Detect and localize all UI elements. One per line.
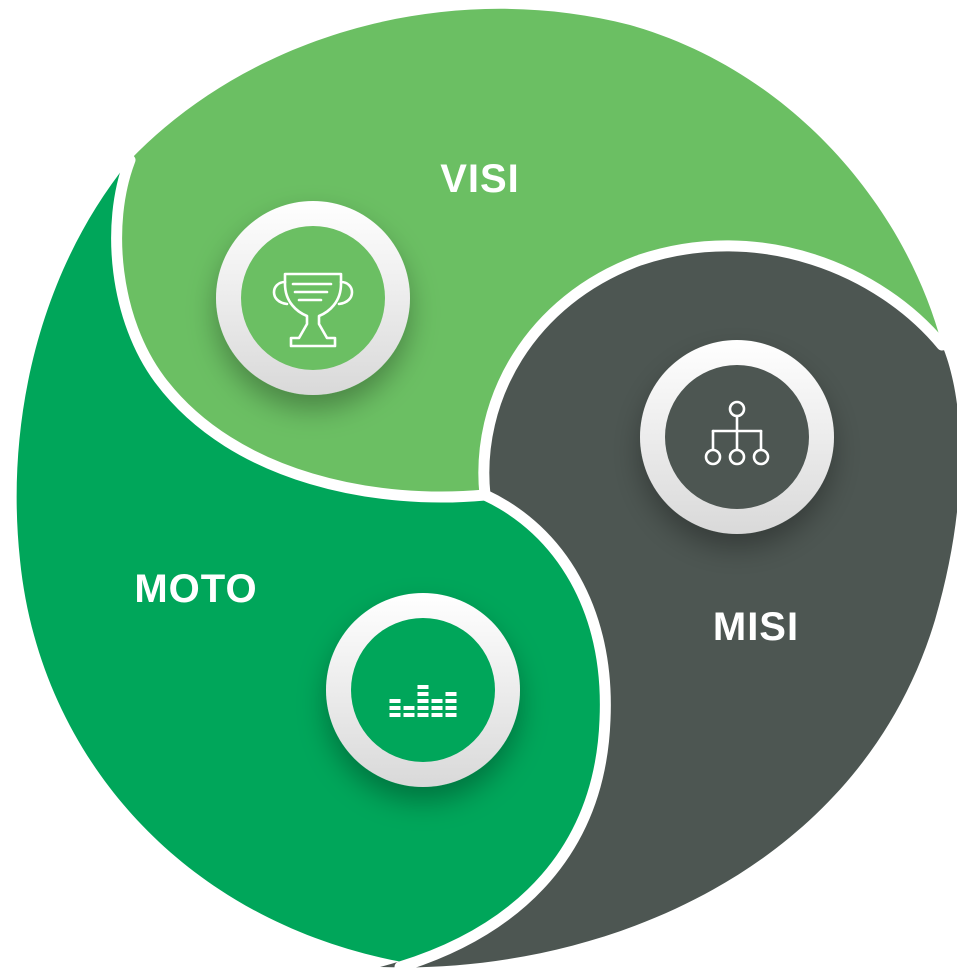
equalizer-bar-block	[431, 706, 443, 710]
trophy-icon	[272, 272, 354, 348]
equalizer-bar-block	[431, 699, 443, 703]
equalizer-bar-block	[403, 713, 415, 717]
equalizer-bar-block	[417, 706, 429, 710]
divider-moto-misi	[394, 489, 611, 970]
moto-label: MOTO	[134, 567, 257, 611]
equalizer-bar-block	[431, 713, 443, 717]
divider-visi-moto	[111, 154, 491, 503]
moto-badge	[326, 593, 520, 787]
visi-badge	[216, 201, 410, 395]
equalizer-icon	[389, 685, 457, 717]
equalizer-bar-block	[417, 713, 429, 717]
equalizer-bar-block	[417, 699, 429, 703]
equalizer-bar-block	[389, 699, 401, 703]
equalizer-bar-block	[445, 699, 457, 703]
visi-label: VISI	[440, 157, 520, 201]
equalizer-bar-block	[389, 706, 401, 710]
equalizer-bar-block	[403, 706, 415, 710]
equalizer-bar-block	[445, 692, 457, 696]
equalizer-bar-block	[417, 685, 429, 689]
equalizer-bar-block	[445, 713, 457, 717]
misi-label: MISI	[713, 605, 799, 649]
equalizer-bar-block	[445, 706, 457, 710]
equalizer-bar-block	[417, 692, 429, 696]
equalizer-bar-block	[389, 713, 401, 717]
divider-visi-misi	[478, 240, 948, 501]
misi-badge	[640, 340, 834, 534]
hierarchy-icon	[704, 400, 770, 466]
